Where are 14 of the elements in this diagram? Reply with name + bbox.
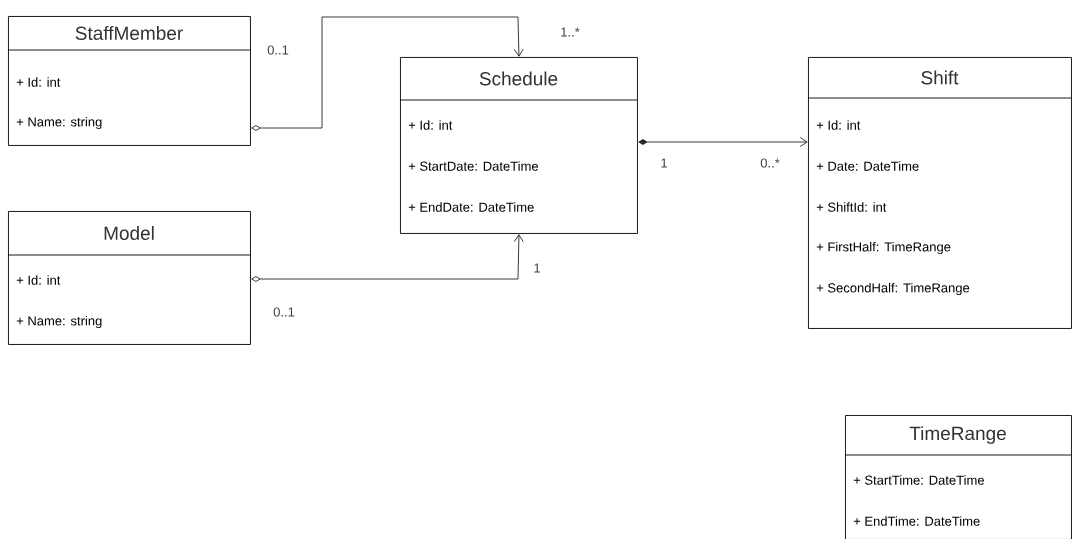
association-arrow — [638, 137, 808, 147]
class-box: StaffMember + Id: int + Name: string — [7, 16, 251, 146]
association-arrow — [251, 234, 524, 282]
class-box: Shift + Id: int + Date: DateTime + ShiftId: int + FirstHalf: TimeRange + SecondHalf: TimeRange — [807, 57, 1072, 329]
class-box: Schedule + Id: int + StartDate: DateTime + EndDate: DateTime — [399, 57, 638, 234]
class-box: Model + Id: int + Name: string — [7, 211, 251, 345]
class-box: TimeRange + StartTime: DateTime + EndTime: DateTime — [844, 415, 1072, 539]
association-arrow — [251, 16, 524, 131]
multiplicity-label: 1..* — [561, 27, 580, 37]
multiplicity-label: 1 — [534, 263, 540, 273]
multiplicity-label: 0..1 — [267, 45, 289, 55]
multiplicity-label: 0..1 — [273, 307, 295, 317]
multiplicity-label: 0..* — [760, 158, 780, 168]
multiplicity-label: 1 — [661, 158, 667, 168]
